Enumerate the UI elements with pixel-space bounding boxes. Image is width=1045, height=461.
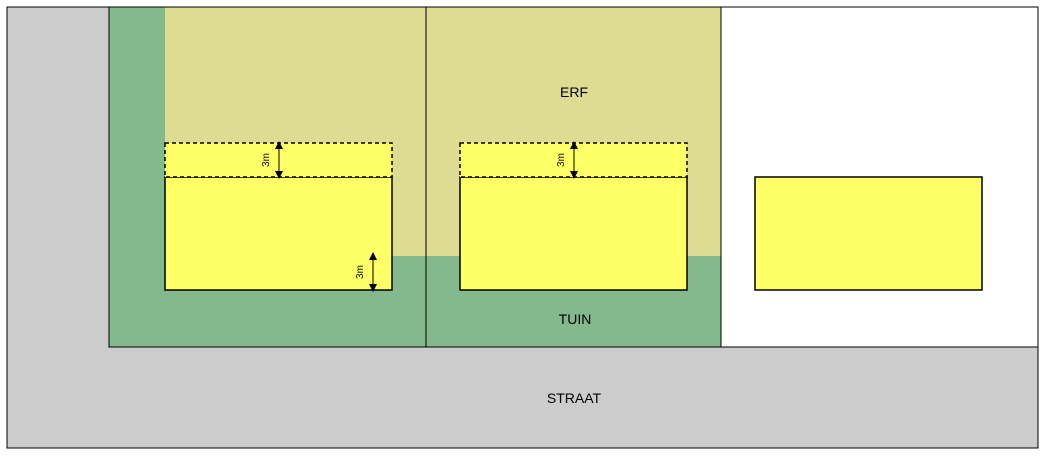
dimension-label-left-side: 3m (355, 265, 366, 279)
dimension-label-left-top: 3m (261, 153, 272, 167)
tuin-label: TUIN (559, 311, 592, 327)
straat-label: STRAAT (547, 390, 602, 406)
building-1 (164, 176, 393, 291)
building-3 (754, 176, 983, 291)
dimension-label-middle-top: 3m (556, 153, 567, 167)
building-2 (459, 176, 688, 291)
plot-3-outline (720, 6, 1039, 348)
erf-label: ERF (560, 84, 588, 100)
